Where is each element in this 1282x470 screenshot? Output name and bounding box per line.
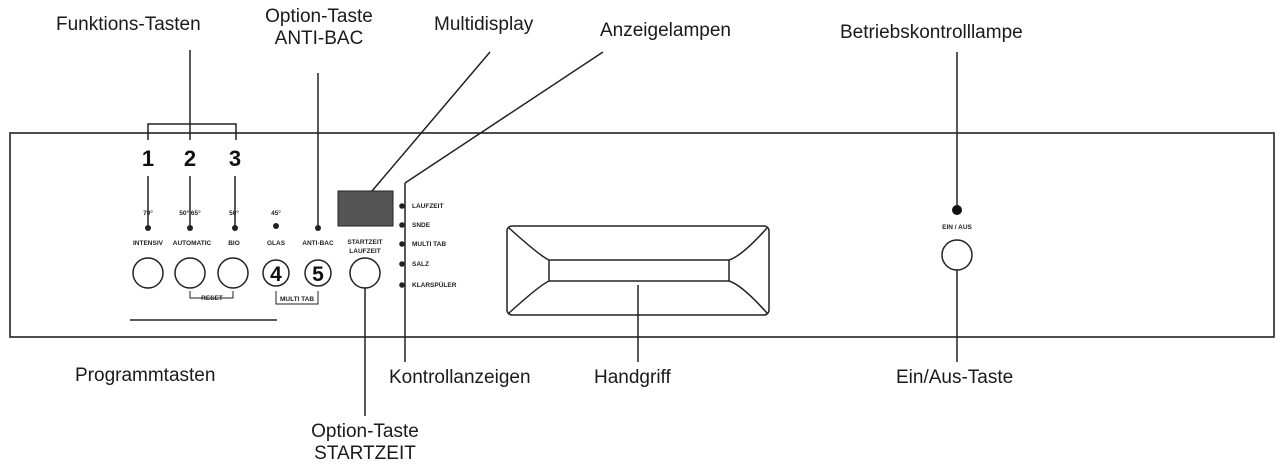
indicator-led-snde bbox=[399, 222, 405, 228]
indicator-led-laufzeit bbox=[399, 203, 405, 209]
button-bio[interactable] bbox=[217, 257, 249, 289]
function-number-3: 3 bbox=[229, 146, 241, 171]
function-number-2: 2 bbox=[184, 146, 196, 171]
led-automatic bbox=[187, 225, 193, 231]
led-intensiv bbox=[145, 225, 151, 231]
led-bio bbox=[232, 225, 238, 231]
led-anti-bac bbox=[315, 225, 321, 231]
callout-ein-aus-taste: Ein/Aus-Taste bbox=[896, 367, 1014, 388]
multitab-bracket bbox=[275, 291, 319, 305]
button-number-5: 5 bbox=[312, 263, 324, 286]
button-glas[interactable] bbox=[262, 259, 290, 287]
multidisplay bbox=[337, 190, 394, 227]
temp-label-automatic: 50° 65° bbox=[179, 209, 201, 217]
callout-option-startzeit-line2: STARTZEIT bbox=[314, 443, 416, 464]
indicator-label-laufzeit: LAUFZEIT bbox=[412, 203, 443, 210]
program-label-anti-bac: ANTI-BAC bbox=[302, 240, 334, 247]
power-button[interactable] bbox=[941, 239, 973, 271]
callout-multidisplay: Multidisplay bbox=[434, 14, 534, 35]
indicator-label-salz: SALZ bbox=[412, 261, 429, 268]
indicator-led-multi-tab bbox=[399, 241, 405, 247]
startzeit-button-label-2: LAUFZEIT bbox=[349, 248, 380, 255]
led-glas bbox=[273, 223, 279, 229]
callout-option-anti-bac-line1: Option-Taste bbox=[265, 6, 373, 27]
multidisplay-leader bbox=[371, 51, 491, 192]
callout-handgriff: Handgriff bbox=[594, 367, 671, 388]
callout-kontrollanzeigen: Kontrollanzeigen bbox=[389, 367, 531, 388]
callout-option-startzeit: Option-Taste STARTZEIT bbox=[300, 421, 430, 465]
program-label-intensiv: INTENSIV bbox=[133, 240, 164, 247]
callout-option-startzeit-line1: Option-Taste bbox=[311, 421, 419, 442]
indicator-label-klarspueler: KLARSPÜLER bbox=[412, 280, 457, 289]
callout-option-anti-bac: Option-Taste ANTI-BAC bbox=[264, 6, 374, 50]
button-automatic[interactable] bbox=[174, 257, 206, 289]
power-indicator-lamp bbox=[952, 205, 962, 215]
button-startzeit[interactable] bbox=[349, 257, 381, 289]
reset-label: RESET bbox=[201, 295, 223, 302]
handle-recess bbox=[506, 225, 770, 316]
callout-funktions-tasten: Funktions-Tasten bbox=[56, 14, 201, 35]
indicator-label-snde: SNDE bbox=[412, 222, 431, 229]
callout-betriebskontrolllampe: Betriebskontrolllampe bbox=[840, 22, 1023, 43]
callout-anzeigelampen: Anzeigelampen bbox=[600, 20, 731, 41]
indicator-led-salz bbox=[399, 261, 405, 267]
program-label-bio: BIO bbox=[228, 240, 240, 247]
button-anti-bac[interactable] bbox=[304, 259, 332, 287]
funktions-tasten-bracket bbox=[147, 123, 237, 140]
indicator-led-klarspueler bbox=[399, 282, 405, 288]
button-intensiv[interactable] bbox=[132, 257, 164, 289]
reset-bracket bbox=[189, 291, 234, 299]
temp-label-intensiv: 70° bbox=[143, 209, 153, 217]
temp-label-bio: 50° bbox=[229, 209, 239, 217]
indicator-label-multi-tab: MULTI TAB bbox=[412, 241, 446, 248]
power-label: EIN / AUS bbox=[942, 224, 972, 231]
program-label-automatic: AUTOMATIC bbox=[173, 240, 212, 247]
callout-programmtasten: Programmtasten bbox=[75, 365, 216, 386]
multitab-label: MULTI TAB bbox=[280, 296, 314, 303]
anzeigelampen-leader bbox=[404, 51, 604, 184]
callout-option-anti-bac-line2: ANTI-BAC bbox=[274, 28, 364, 49]
program-label-glas: GLAS bbox=[267, 240, 286, 247]
startzeit-button-label-1: STARTZEIT bbox=[347, 239, 382, 246]
button-number-4: 4 bbox=[270, 263, 282, 286]
panel-outline bbox=[9, 132, 1275, 338]
temp-label-glas: 45° bbox=[271, 209, 281, 217]
function-number-1: 1 bbox=[142, 146, 154, 171]
